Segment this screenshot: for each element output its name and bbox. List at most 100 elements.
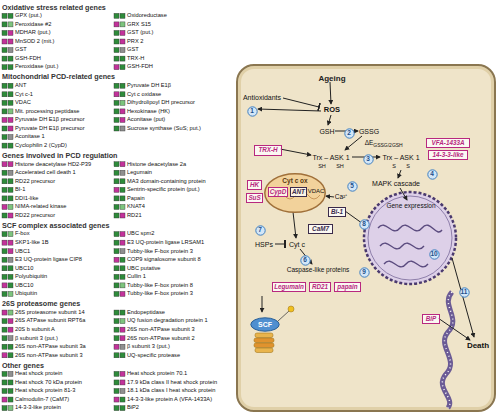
expression-marker: [8, 397, 13, 402]
expression-marker: [8, 204, 13, 209]
expression-marker: [114, 232, 119, 237]
gene-name: Pyruvate DH E1β: [127, 83, 171, 89]
gene-name: Oxidoreductase: [127, 13, 167, 19]
expression-marker: [120, 109, 125, 114]
node-label: BiP: [426, 316, 437, 322]
expression-marker: [8, 135, 13, 140]
gene-name: MnSOD 2 (mit.): [15, 39, 55, 45]
number-circle: [359, 219, 368, 228]
number-circle: [300, 255, 309, 264]
expression-marker: [120, 397, 125, 402]
number-circle: [255, 225, 264, 234]
expression-marker: [8, 257, 13, 262]
expression-marker: [114, 327, 119, 332]
expression-marker: [114, 266, 119, 271]
gene-name: 26S non-ATPase subunit 3: [127, 327, 195, 333]
expression-marker: [120, 48, 125, 53]
expression-marker: [8, 48, 13, 53]
gene-name: KNAT4: [127, 204, 145, 210]
pathway-label: SH: [336, 164, 344, 170]
section-heading: 26S proteasome genes: [2, 300, 80, 307]
gene-name: Tubby-like F-box protein 3: [127, 291, 193, 297]
gene-name: UQ-specific protease: [127, 353, 180, 359]
expression-marker: [120, 266, 125, 271]
expression-marker: [8, 187, 13, 192]
node-label: SuS: [248, 195, 260, 201]
pathway-label: Cyt c: [289, 241, 305, 248]
expression-marker: [2, 13, 7, 18]
expression-marker: [114, 274, 119, 279]
expression-marker: [120, 83, 125, 88]
gene-name: Peroxidase (put.): [15, 64, 58, 70]
gene-name: 14-3-3-like protein: [15, 405, 61, 411]
expression-marker: [120, 92, 125, 97]
gene-name: GST: [127, 47, 139, 53]
pathway-label: SH: [318, 164, 326, 170]
gene-name: Tubby-like F-box protein 3: [127, 249, 193, 255]
pathway-label: Death: [467, 342, 489, 350]
expression-marker: [8, 274, 13, 279]
section-heading: Other genes: [2, 362, 44, 369]
expression-marker: [114, 109, 119, 114]
expression-marker: [2, 196, 7, 201]
expression-marker: [120, 389, 125, 394]
expression-marker: [8, 327, 13, 332]
expression-marker: [120, 65, 125, 70]
expression-marker: [120, 126, 125, 131]
expression-marker: [8, 109, 13, 114]
pathway-label: ΔE: [365, 140, 374, 147]
expression-marker: [2, 100, 7, 105]
expression-marker: [2, 319, 7, 324]
gene-name: Polyubiquitin: [15, 274, 47, 280]
expression-marker: [114, 204, 119, 209]
gene-name: UBC1: [15, 249, 30, 255]
expression-marker: [2, 48, 7, 53]
expression-marker: [8, 30, 13, 35]
number-circle: [359, 267, 368, 276]
gene-name: RD22 precursor: [15, 179, 55, 185]
expression-marker: [114, 319, 119, 324]
gene-name: β subunit 3 (put.): [15, 336, 58, 342]
callout-number: 8: [362, 221, 366, 228]
expression-marker: [114, 39, 119, 44]
number-circle: [459, 287, 468, 296]
node-label: VFA-1433A: [432, 140, 465, 146]
expression-marker: [2, 170, 7, 175]
gene-name: F-box: [15, 231, 30, 237]
step-number: 5: [347, 181, 358, 192]
expression-marker: [2, 213, 7, 218]
number-circle: [427, 169, 436, 178]
gene-name: Cyclophilin 2 (CypD): [15, 143, 67, 149]
expression-marker: [2, 344, 7, 349]
gene-name: Sucrose synthase (SuS; put.): [127, 126, 201, 132]
gene-box: TRX-H: [254, 145, 282, 156]
step-number: 2: [344, 128, 355, 139]
expression-marker: [2, 109, 7, 114]
expression-marker: [8, 162, 13, 167]
gene-name: RD22 precursor: [15, 213, 55, 219]
expression-marker: [8, 143, 13, 148]
expression-marker: [2, 240, 7, 245]
expression-marker: [120, 257, 125, 262]
callout-number: 11: [461, 289, 468, 296]
callout-number: 1: [250, 108, 254, 115]
gene-name: Heat shock protein 70.1: [127, 371, 187, 377]
expression-marker: [2, 327, 7, 332]
pathway-label: MAPK cascade: [372, 180, 420, 187]
step-number: 9: [359, 267, 370, 278]
node-label: Legumain: [274, 284, 304, 290]
gene-box: CaM7: [308, 224, 333, 234]
node-label: HK: [250, 182, 259, 188]
expression-marker: [120, 291, 125, 296]
expression-marker: [8, 266, 13, 271]
scf-complex: SCF: [250, 317, 280, 332]
gene-name: BI-1: [15, 187, 25, 193]
node-label: CypD: [270, 189, 286, 195]
expression-marker: [120, 380, 125, 385]
gene-box: ANT: [290, 187, 307, 197]
pathway-label: Antioxidants: [243, 94, 281, 101]
expression-marker: [8, 353, 13, 358]
gene-box: 14-3-3-like: [428, 150, 468, 160]
expression-marker: [120, 274, 125, 279]
section-heading: Oxidative stress related genes: [2, 4, 106, 11]
